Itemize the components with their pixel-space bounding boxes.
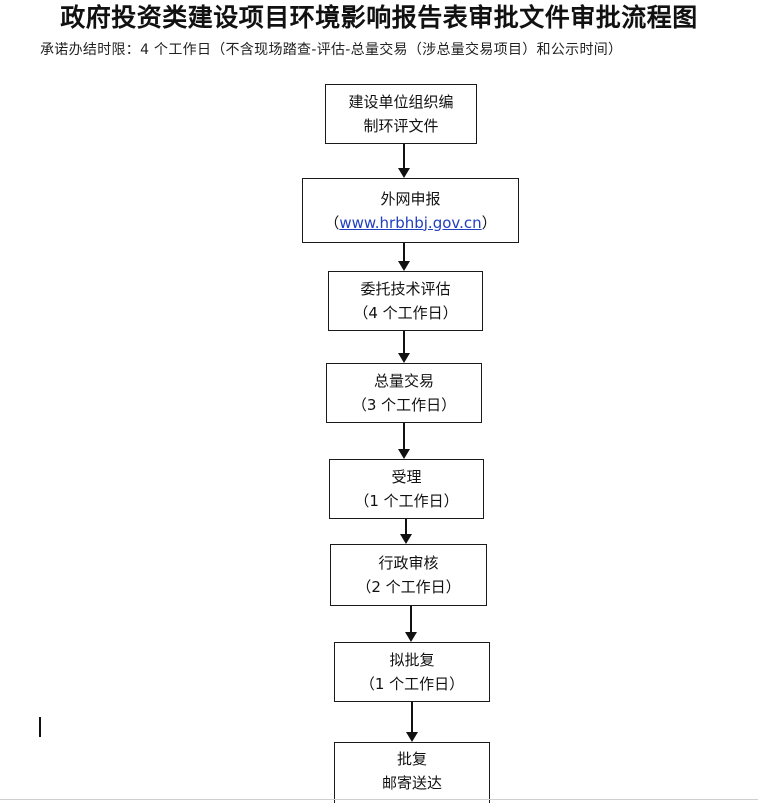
flow-arrow (398, 331, 410, 363)
step-duration: （3 个工作日） (351, 396, 457, 414)
promise-time-note: 承诺办结时限：4 个工作日（不含现场踏查-评估-总量交易（涉总量交易项目）和公示… (40, 42, 623, 58)
website-link[interactable]: www.hrbhbj.gov.cn (339, 213, 482, 232)
step-total-quantity-trading: 总量交易 （3 个工作日） (326, 363, 482, 423)
step-label: 行政审核 (378, 554, 439, 572)
flow-arrow (398, 243, 410, 271)
flow-arrow (398, 144, 410, 178)
step-duration: （2 个工作日） (356, 578, 461, 596)
page-edge-divider (0, 799, 758, 800)
flow-arrow (400, 519, 412, 544)
step-technical-evaluation: 委托技术评估 （4 个工作日） (328, 271, 483, 331)
flow-arrow (398, 423, 410, 459)
step-label-sub: 邮寄送达 (381, 774, 442, 792)
step-online-declaration: 外网申报 （www.hrbhbj.gov.cn） (302, 178, 519, 243)
step-label-sub: 制环评文件 (363, 117, 439, 135)
flow-arrow (405, 606, 417, 642)
step-label: 批复 (396, 750, 427, 768)
step-administrative-review: 行政审核 （2 个工作日） (330, 544, 487, 606)
step-duration: （1 个工作日） (354, 492, 459, 510)
page-title: 政府投资类建设项目环境影响报告表审批文件审批流程图 (60, 3, 698, 32)
step-website-line: （www.hrbhbj.gov.cn） (324, 213, 497, 232)
step-duration: （4 个工作日） (353, 304, 458, 322)
step-label: 拟批复 (389, 651, 435, 669)
step-label: 总量交易 (373, 372, 434, 390)
step-label: 委托技术评估 (360, 280, 451, 298)
flow-arrow (406, 702, 418, 742)
text-cursor (39, 717, 41, 737)
step-label: 建设单位组织编 (348, 93, 454, 111)
step-acceptance: 受理 （1 个工作日） (329, 459, 484, 519)
step-draft-approval: 拟批复 （1 个工作日） (334, 642, 490, 702)
step-prepare-eia-document: 建设单位组织编 制环评文件 (325, 84, 477, 144)
step-label: 受理 (391, 468, 422, 486)
step-duration: （1 个工作日） (359, 675, 465, 693)
step-approval-mailing: 批复 邮寄送达 (334, 742, 490, 803)
step-label: 外网申报 (380, 189, 441, 208)
